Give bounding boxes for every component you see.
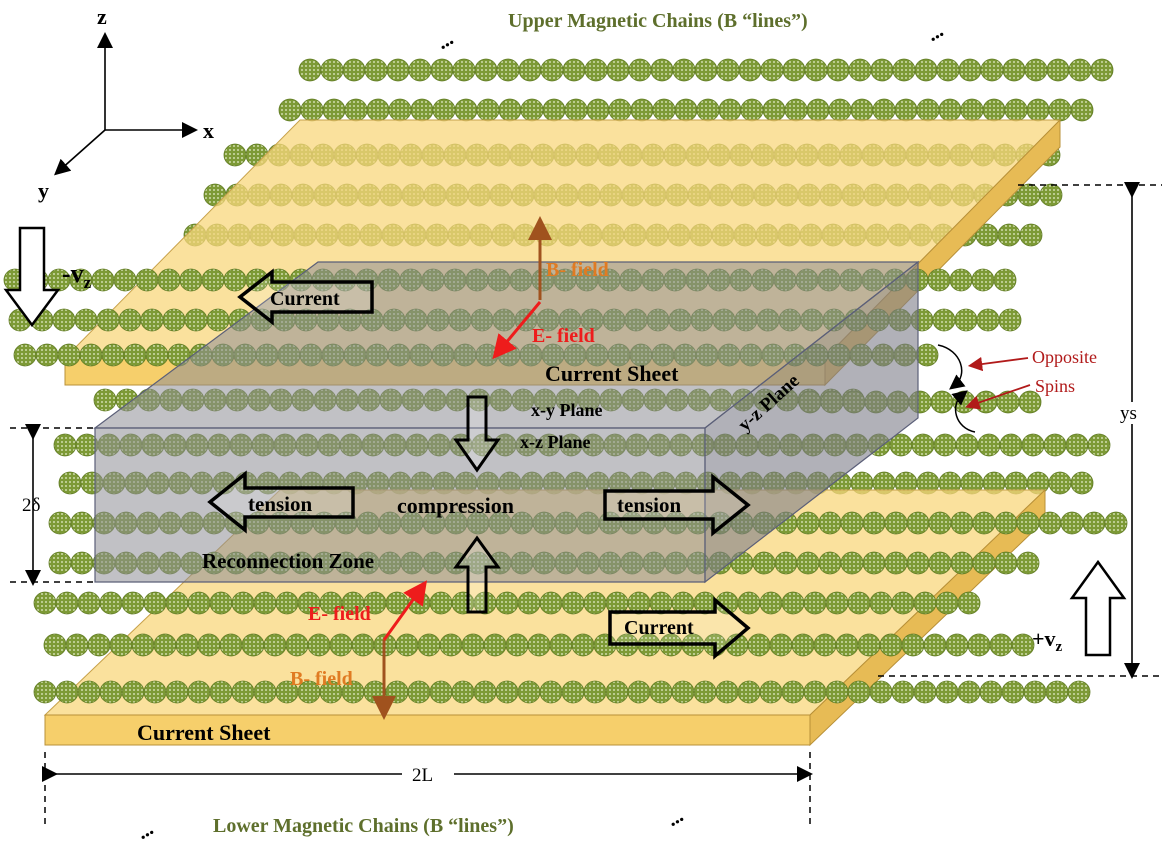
- current-upper-label: Current: [270, 288, 340, 310]
- current-sheet-upper-label: Current Sheet: [545, 361, 679, 386]
- magnetic-chain-row: [33, 680, 1091, 704]
- minus-vz-label: -v: [62, 259, 84, 288]
- two-l-label: 2L: [412, 765, 433, 786]
- svg-text:-vz: -vz: [62, 259, 92, 292]
- magnetic-chain-row: [43, 633, 1035, 657]
- lower-chains-title: Lower Magnetic Chains (B “lines”): [213, 815, 514, 837]
- compression-arrows: [453, 395, 501, 614]
- ys-label: ys: [1120, 403, 1137, 424]
- current-arrow-lower: Current: [608, 596, 751, 660]
- e-field-arrow-upper: [492, 301, 542, 360]
- ellipsis-lower-right: •••: [668, 813, 688, 833]
- tension-left-label: tension: [248, 492, 313, 516]
- b-field-upper-label: B- field: [546, 259, 609, 281]
- tension-arrow-left: tension: [207, 470, 355, 534]
- e-field-lower-label: E- field: [308, 603, 371, 625]
- upper-field-vectors: B- field E- field: [492, 216, 609, 360]
- two-delta-label: 2δ: [22, 495, 41, 516]
- spins-label: Spins: [1035, 376, 1075, 396]
- plus-vz-sub: z: [1056, 639, 1063, 655]
- magnetic-chain-row: [278, 98, 1094, 122]
- tension-arrow-right: tension: [603, 473, 751, 537]
- reconnection-zone-label: Reconnection Zone: [202, 549, 374, 573]
- magnetic-chain-row: [33, 591, 981, 615]
- xz-plane-label: x-z Plane: [520, 432, 590, 452]
- opposite-spins: Opposite Spins: [937, 344, 1097, 433]
- y-axis: [54, 129, 106, 176]
- axis-x-label: x: [203, 118, 214, 143]
- ys-dimension: ys: [878, 182, 1162, 679]
- ellipsis-upper-left: •••: [438, 36, 458, 56]
- tension-right-label: tension: [617, 493, 682, 517]
- current-sheet-lower-label: Current Sheet: [137, 720, 271, 745]
- two-delta-dimension: 2δ: [10, 424, 95, 586]
- current-lower-label: Current: [624, 617, 694, 639]
- e-field-upper-label: E- field: [532, 325, 595, 347]
- plus-vz-label: +v: [1032, 626, 1056, 651]
- opposite-label: Opposite: [1032, 347, 1097, 367]
- axes: z x y: [38, 4, 214, 203]
- e-field-arrow-lower: [382, 580, 428, 641]
- plus-vz-arrow: +vz: [1032, 559, 1127, 657]
- two-l-dimension: 2L: [42, 752, 813, 828]
- axis-z-label: z: [97, 4, 107, 29]
- xy-plane-label: x-y Plane: [531, 400, 603, 420]
- axis-y-label: y: [38, 178, 49, 203]
- current-arrow-upper: Current: [237, 268, 374, 326]
- upper-chains-title: Upper Magnetic Chains (B “lines”): [508, 10, 808, 32]
- compression-label: compression: [397, 493, 514, 518]
- lower-field-vectors: E- field B- field: [290, 580, 428, 720]
- minus-vz-arrow: -vz: [3, 226, 92, 328]
- ellipsis-upper-right: •••: [928, 28, 948, 48]
- minus-vz-sub: z: [84, 273, 92, 292]
- svg-text:+vz: +vz: [1032, 626, 1063, 655]
- magnetic-chain-row: [298, 58, 1114, 82]
- ellipsis-lower-left: •••: [138, 826, 158, 846]
- b-field-lower-label: B- field: [290, 668, 353, 690]
